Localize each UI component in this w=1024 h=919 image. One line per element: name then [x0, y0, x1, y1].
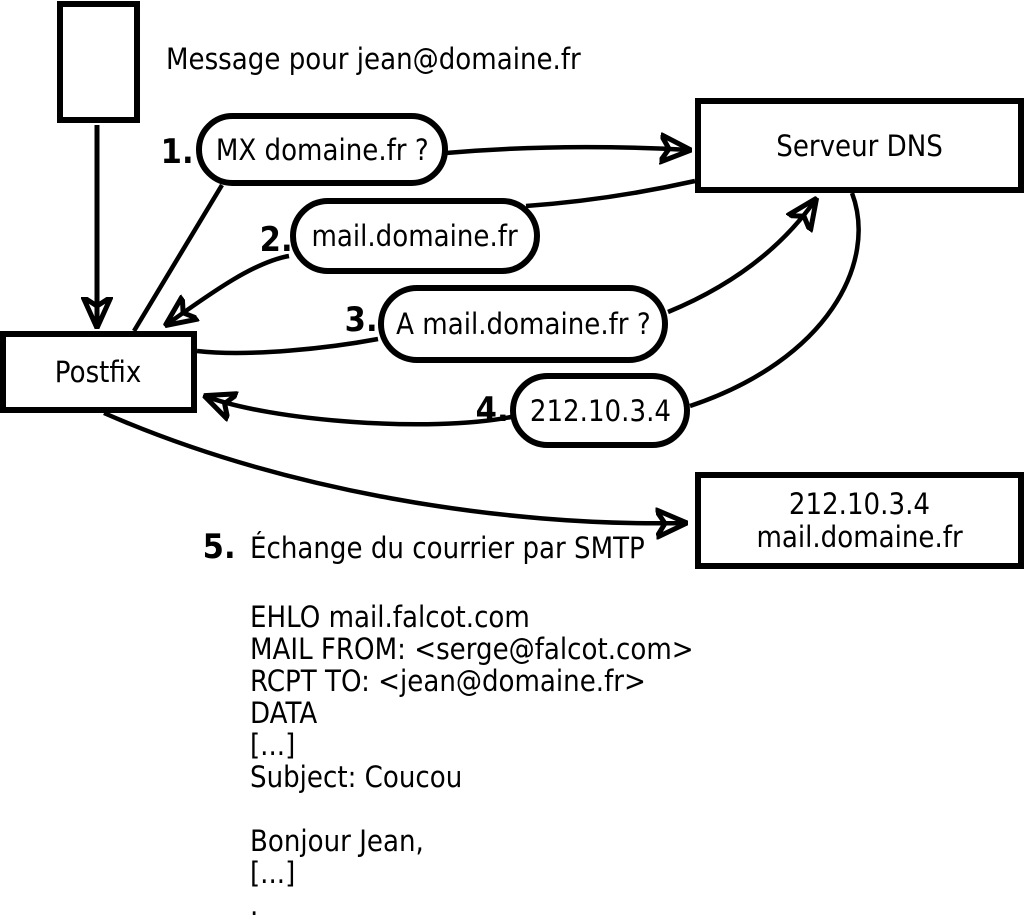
step3-number-text: 3.: [345, 300, 378, 340]
dns-to-ip-reply-line: [689, 192, 861, 409]
smtp-session-line: [250, 793, 743, 825]
smtp-session-line: Bonjour Jean,: [250, 825, 743, 857]
step2-number: 2.: [253, 223, 293, 257]
smtp-line-text: RCPT TO: <jean@domaine.fr>: [250, 664, 646, 698]
step3-number: 3.: [338, 303, 378, 337]
step4-pill: 212.10.3.4: [510, 373, 690, 448]
step1-pill: MX domaine.fr ?: [196, 113, 448, 186]
smtp-exchange-arrow: [103, 410, 686, 523]
step4-number-text: 4.: [476, 390, 509, 430]
message-source-box: [57, 1, 140, 123]
smtp-line-text: Bonjour Jean,: [250, 824, 424, 858]
smtp-line-text: Subject: Coucou: [250, 760, 463, 794]
postfix-to-a-query-line: [196, 336, 379, 356]
step2-number-text: 2.: [260, 220, 293, 260]
mx-query-to-dns-arrow: [445, 147, 690, 153]
step3-pill-label: A mail.domaine.fr ?: [395, 307, 651, 341]
smtp-session-line: [...]: [250, 857, 743, 889]
postfix-label: Postfix: [55, 355, 142, 389]
message-note-text: Message pour jean@domaine.fr: [166, 42, 581, 76]
smtp-session-line: MAIL FROM: <serge@falcot.com>: [250, 633, 743, 665]
step2-pill-label: mail.domaine.fr: [311, 219, 519, 253]
smtp-line-text: .: [250, 888, 259, 919]
step4-number: 4.: [469, 393, 509, 427]
step5-label-text: Échange du courrier par SMTP: [250, 531, 645, 565]
step4-pill-label: 212.10.3.4: [529, 393, 671, 428]
dns-server-box: Serveur DNS: [695, 98, 1024, 193]
dns-to-mx-reply-line: [525, 178, 696, 209]
smtp-session-block: EHLO mail.falcot.com MAIL FROM: <serge@f…: [250, 601, 743, 919]
mx-reply-to-postfix-arrow: [166, 253, 290, 325]
smtp-session-line: EHLO mail.falcot.com: [250, 601, 743, 633]
smtp-line-text: DATA: [250, 696, 318, 730]
mail-server-box: 212.10.3.4 mail.domaine.fr: [695, 472, 1024, 569]
dns-server-label: Serveur DNS: [776, 128, 943, 163]
smtp-session-line: .: [250, 889, 743, 919]
step5-label: Échange du courrier par SMTP: [250, 531, 689, 565]
step1-pill-label: MX domaine.fr ?: [215, 132, 429, 167]
smtp-session-line: RCPT TO: <jean@domaine.fr>: [250, 665, 743, 697]
step1-number: 1.: [154, 135, 194, 169]
smtp-line-text: MAIL FROM: <serge@falcot.com>: [250, 632, 694, 666]
smtp-session-line: DATA: [250, 697, 743, 729]
postfix-box: Postfix: [0, 331, 197, 413]
postfix-to-mx-query-line: [132, 183, 224, 333]
a-query-to-dns-arrow: [667, 199, 816, 315]
step2-pill: mail.domaine.fr: [290, 198, 540, 274]
smtp-line-text: [...]: [250, 856, 296, 890]
step3-pill: A mail.domaine.fr ?: [378, 285, 668, 363]
step1-number-text: 1.: [161, 132, 194, 172]
message-note: Message pour jean@domaine.fr: [166, 42, 627, 76]
smtp-session-line: Subject: Coucou: [250, 761, 743, 793]
mail-server-hostname: mail.domaine.fr: [756, 519, 963, 554]
smtp-line-text: EHLO mail.falcot.com: [250, 600, 530, 634]
smtp-line-text: [...]: [250, 728, 296, 762]
ip-reply-to-postfix-arrow: [205, 396, 512, 427]
step5-number: 5.: [196, 530, 236, 564]
smtp-session-line: [...]: [250, 729, 743, 761]
mail-server-ip: 212.10.3.4: [788, 486, 931, 521]
step5-number-text: 5.: [203, 527, 236, 567]
